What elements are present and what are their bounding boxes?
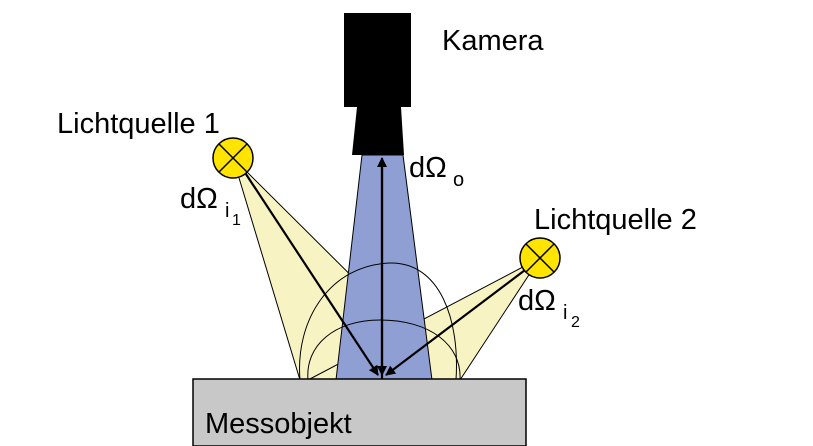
svg-text:i: i [563, 302, 567, 324]
svg-text:dΩ: dΩ [409, 152, 447, 184]
camera-label: Kamera [442, 25, 544, 57]
camera-icon [344, 13, 411, 155]
arrow-incident-1 [239, 164, 379, 376]
object-label: Messobjekt [205, 408, 352, 440]
lamp-icon [519, 237, 561, 279]
solid-angle-incident-2-label: dΩ i 2 [518, 285, 580, 331]
solid-angle-incident-1-label: dΩ i 1 [180, 183, 241, 229]
camera-cone [335, 154, 433, 381]
lamp-icon [212, 137, 254, 179]
svg-text:1: 1 [232, 212, 241, 229]
illumination-ellipse-1 [299, 262, 457, 381]
measurement-object [192, 378, 527, 446]
svg-text:2: 2 [571, 314, 580, 331]
solid-angle-observer-label: dΩ o [409, 152, 464, 191]
camera-lens [352, 107, 404, 155]
svg-text:i: i [225, 200, 229, 222]
light-source-1-label: Lichtquelle 1 [57, 108, 220, 140]
svg-text:dΩ: dΩ [180, 183, 218, 215]
svg-text:o: o [453, 169, 464, 191]
illumination-ellipse-2 [307, 319, 461, 381]
svg-text:dΩ: dΩ [518, 285, 556, 317]
arrow-incident-2 [385, 263, 534, 376]
light-source-2-label: Lichtquelle 2 [534, 204, 697, 236]
camera-body [344, 13, 411, 107]
